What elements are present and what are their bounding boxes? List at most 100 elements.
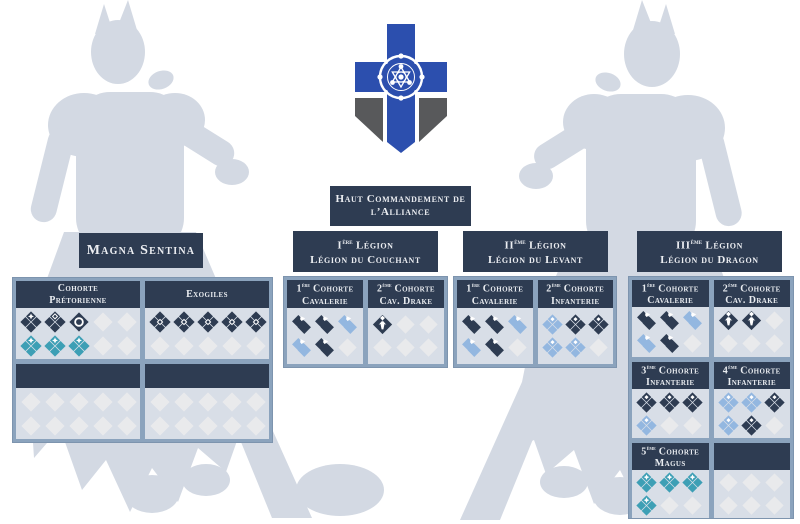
cohort-cell-l3-infanterie-4: 4ème Cohorte Infanterie xyxy=(713,362,790,438)
unit-icon-empty xyxy=(764,415,785,436)
unit-row xyxy=(636,391,705,413)
unit-icon-infantry-dark xyxy=(659,391,680,413)
unit-icon-empty xyxy=(68,415,90,437)
unit-row xyxy=(291,314,359,335)
legion-2-title: IIème Légion Légion du Levant xyxy=(463,231,608,272)
unit-icon-empty xyxy=(588,337,609,358)
unit-icon-empty xyxy=(245,391,267,413)
unit-icon-empty xyxy=(173,391,195,413)
unit-icon-empty xyxy=(682,415,703,436)
unit-icon-magus xyxy=(636,495,657,516)
unit-icon-empty xyxy=(44,391,66,413)
unit-icon-cavalry-dark xyxy=(659,310,680,331)
unit-icon-drake xyxy=(718,310,739,331)
unit-row xyxy=(149,391,267,413)
cohort-cell-l3-cav-drake: 2ème Cohorte Cav. Drake xyxy=(713,280,790,357)
unit-icon-infantry-blue xyxy=(541,314,563,335)
unit-icon-empty xyxy=(221,391,243,413)
unit-icon-empty xyxy=(764,495,785,516)
unit-row xyxy=(717,391,787,413)
unit-row xyxy=(718,333,787,354)
unit-icon-exogile xyxy=(149,310,171,333)
unit-row xyxy=(636,414,705,436)
unit-row xyxy=(636,495,705,516)
unit-icon-empty xyxy=(197,415,219,437)
unit-icon-empty xyxy=(507,337,528,358)
cohort-cell-l2-infanterie: 2ème Cohorte Infanterie xyxy=(537,280,613,364)
unit-row xyxy=(291,337,359,358)
unit-icon-cavalry-dark xyxy=(484,314,505,335)
unit-icon-empty xyxy=(197,391,219,413)
unit-icon-cavalry-dark xyxy=(461,314,482,335)
unit-icon-cavalry-dark xyxy=(314,337,335,358)
unit-icon-empty xyxy=(116,415,138,437)
crest-gray-right xyxy=(419,98,447,142)
crest-emblem xyxy=(377,53,425,101)
unit-icon-empty xyxy=(741,472,762,493)
cohort-cell-l3-magus: 5ème Cohorte Magus xyxy=(632,443,709,518)
unit-icon-praetor-ring xyxy=(68,311,90,333)
unit-icon-cavalry-blue xyxy=(636,333,657,354)
unit-icon-empty xyxy=(116,311,138,333)
unit-icon-infantry-dark xyxy=(564,314,586,335)
high-command-line1: Haut Commandement de xyxy=(335,193,466,205)
unit-row xyxy=(20,310,138,333)
unit-icon-exogile xyxy=(221,310,243,333)
unit-icon-praetor-teal xyxy=(20,334,42,357)
legion-3-table: 1ère Cohorte Cavalerie 2ème Cohorte Cav.… xyxy=(628,276,794,519)
unit-icon-infantry-dark xyxy=(740,414,762,436)
unit-icon-exogile xyxy=(245,310,267,333)
unit-icon-empty xyxy=(92,415,114,437)
unit-icon-empty xyxy=(418,337,439,358)
unit-icon-cavalry-dark xyxy=(314,314,335,335)
unit-icon-empty xyxy=(764,333,785,354)
unit-icon-empty xyxy=(682,333,703,354)
legion-1-title: Ière Légion Légion du Couchant xyxy=(293,231,438,272)
unit-icon-empty xyxy=(418,314,439,335)
high-command-box: Haut Commandement de l’Alliance xyxy=(330,186,471,226)
unit-icon-infantry-blue xyxy=(564,337,586,358)
unit-row xyxy=(636,472,705,493)
unit-row xyxy=(541,314,610,335)
unit-icon-empty xyxy=(92,311,114,333)
unit-row xyxy=(149,415,267,437)
unit-icon-empty xyxy=(92,335,114,357)
unit-icon-drake xyxy=(741,310,762,331)
unit-icon-empty xyxy=(659,495,680,516)
unit-icon-cavalry-blue xyxy=(682,310,703,331)
unit-icon-empty xyxy=(149,415,171,437)
unit-row xyxy=(718,472,787,493)
unit-row xyxy=(372,314,440,335)
cohort-cell-l3-infanterie-3: 3ème Cohorte Infanterie xyxy=(632,362,709,438)
unit-icon-empty xyxy=(372,337,393,358)
unit-icon-empty xyxy=(149,335,171,357)
unit-row xyxy=(149,310,267,333)
unit-icon-magus xyxy=(659,472,680,493)
unit-icon-cavalry-blue xyxy=(337,314,358,335)
unit-icon-empty xyxy=(221,415,243,437)
unit-icon-empty xyxy=(718,495,739,516)
unit-icon-cavalry-blue xyxy=(461,337,482,358)
unit-icon-cavalry-blue xyxy=(507,314,528,335)
unit-icon-empty xyxy=(764,472,785,493)
unit-icon-empty xyxy=(245,415,267,437)
unit-icon-empty xyxy=(337,337,358,358)
unit-icon-praetor-gem xyxy=(44,310,66,333)
unit-icon-infantry-blue xyxy=(717,414,739,436)
unit-icon-empty xyxy=(682,495,703,516)
unit-icon-infantry-dark xyxy=(763,391,785,413)
cohort-cell-l3-reserve xyxy=(713,443,790,518)
unit-icon-empty xyxy=(245,335,267,357)
unit-icon-empty xyxy=(718,472,739,493)
unit-icon-empty xyxy=(116,391,138,413)
unit-icon-empty xyxy=(659,415,680,436)
unit-icon-empty xyxy=(116,335,138,357)
cohort-cell-l1-cavalerie: 1ère Cohorte Cavalerie xyxy=(287,280,363,364)
unit-icon-infantry-blue xyxy=(636,414,657,436)
unit-icon-empty xyxy=(197,335,219,357)
unit-row xyxy=(149,335,267,357)
unit-row xyxy=(20,415,138,437)
unit-icon-empty xyxy=(92,391,114,413)
